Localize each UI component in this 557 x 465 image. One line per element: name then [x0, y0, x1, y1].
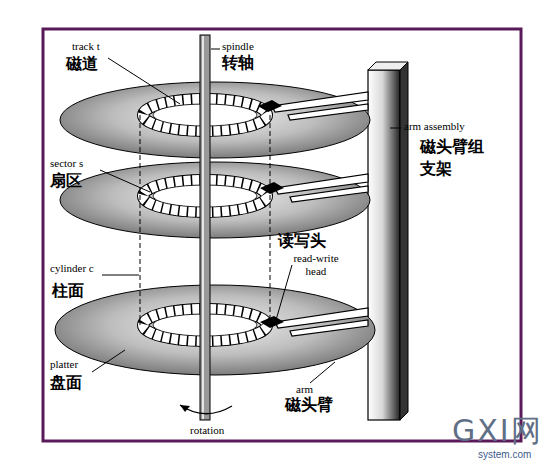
part-name: cylinder c: [50, 262, 94, 275]
frame: [43, 29, 521, 441]
part-name: 磁道: [66, 55, 98, 73]
arm: [272, 92, 368, 336]
part-name: spindle: [222, 40, 254, 53]
part-name: 盘面: [50, 374, 82, 392]
part-name: 读写头: [278, 232, 326, 250]
part-name: 磁头臂组: [420, 138, 484, 156]
spindle: [200, 35, 210, 420]
part-name: 磁头臂: [285, 396, 333, 414]
part-name: track t: [72, 40, 100, 53]
part-name: 扇区: [50, 172, 82, 190]
part-name: arm assembly: [404, 120, 465, 133]
part-name: read-write head: [286, 252, 346, 277]
watermark: system.com: [478, 449, 531, 461]
arm-assembly: [368, 70, 400, 420]
part-name: 转轴: [222, 54, 254, 72]
platter: [55, 82, 375, 375]
leader-line: [92, 49, 401, 383]
part-name: platter: [50, 358, 78, 371]
part-name: arm: [296, 383, 313, 396]
part-name: 柱面: [52, 282, 84, 300]
part-name: 支架: [420, 160, 452, 178]
read-write-head: [258, 100, 284, 328]
part-name: sector s: [50, 157, 83, 170]
rotation-arrow: [180, 405, 232, 414]
watermark: GXI网: [452, 414, 543, 449]
part-name: rotation: [190, 424, 224, 437]
